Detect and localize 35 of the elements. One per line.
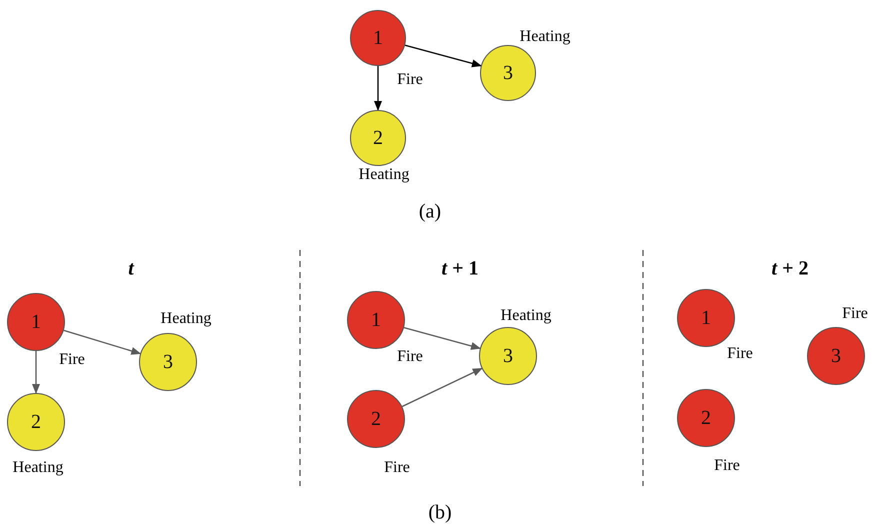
state-label: Fire bbox=[397, 348, 423, 366]
node-number: 1 bbox=[371, 308, 381, 332]
state-label: Fire bbox=[842, 305, 868, 323]
panel-caption: (a) bbox=[418, 200, 442, 224]
panel-caption: (b) bbox=[428, 502, 452, 524]
state-label: Fire bbox=[384, 459, 410, 477]
arrow bbox=[64, 330, 142, 355]
node-number: 3 bbox=[163, 350, 173, 374]
state-label: Heating bbox=[520, 28, 570, 46]
state-label: Heating bbox=[358, 166, 410, 184]
state-label: Heating bbox=[160, 310, 212, 328]
arrow bbox=[402, 368, 483, 408]
arrow bbox=[32, 351, 40, 394]
node-number: 3 bbox=[503, 344, 513, 368]
node-number: 3 bbox=[503, 62, 513, 84]
node-number: 1 bbox=[701, 306, 711, 330]
state-label: Fire bbox=[727, 345, 753, 363]
node-number: 2 bbox=[701, 406, 711, 430]
state-label: Fire bbox=[397, 71, 423, 89]
node-number: 3 bbox=[831, 344, 841, 368]
arrow bbox=[374, 66, 382, 111]
state-label: Fire bbox=[714, 457, 740, 475]
state-label: Fire bbox=[59, 351, 85, 369]
time-step-heading: t + 2 bbox=[772, 258, 808, 280]
node-number: 2 bbox=[373, 126, 383, 150]
arrow bbox=[404, 327, 481, 350]
arrow bbox=[404, 44, 482, 68]
node-number: 1 bbox=[373, 26, 383, 50]
time-step-heading: t bbox=[128, 258, 134, 280]
time-step-heading: t + 1 bbox=[442, 258, 478, 280]
node-number: 2 bbox=[31, 410, 41, 434]
state-label: Heating bbox=[500, 307, 552, 325]
node-number: 1 bbox=[31, 310, 41, 334]
node-number: 2 bbox=[371, 408, 381, 430]
state-label: Heating bbox=[12, 459, 64, 477]
